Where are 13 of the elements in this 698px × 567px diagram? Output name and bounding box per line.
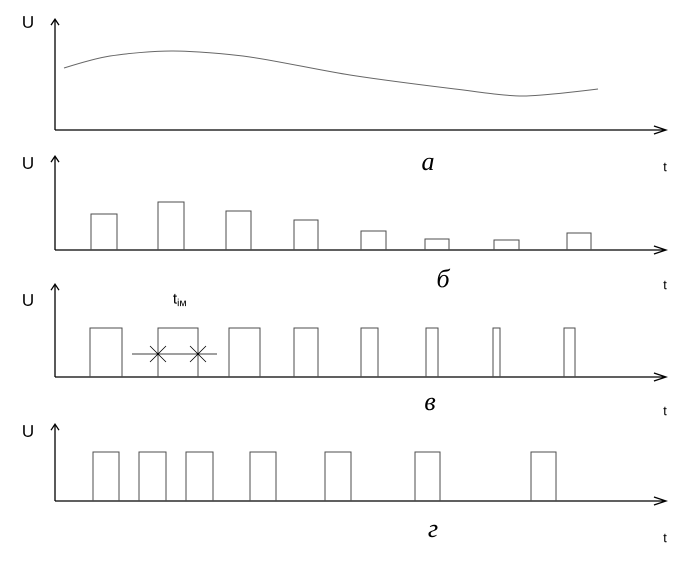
panel-letter: в	[425, 398, 436, 410]
axis-label: U	[23, 294, 33, 306]
axis-label: U	[23, 425, 33, 437]
panel-letter: а	[422, 158, 434, 170]
panel-letter: г	[428, 524, 438, 538]
dimension-label: t$_{iм}$	[173, 294, 186, 306]
axis-label: U	[23, 16, 33, 28]
axis-label: t	[663, 162, 667, 172]
axis-label: t	[663, 280, 667, 290]
panel-letter: б	[438, 268, 450, 288]
axis-label: t	[663, 406, 667, 416]
axis-label: U	[23, 157, 33, 169]
axis-label: t	[663, 534, 667, 542]
